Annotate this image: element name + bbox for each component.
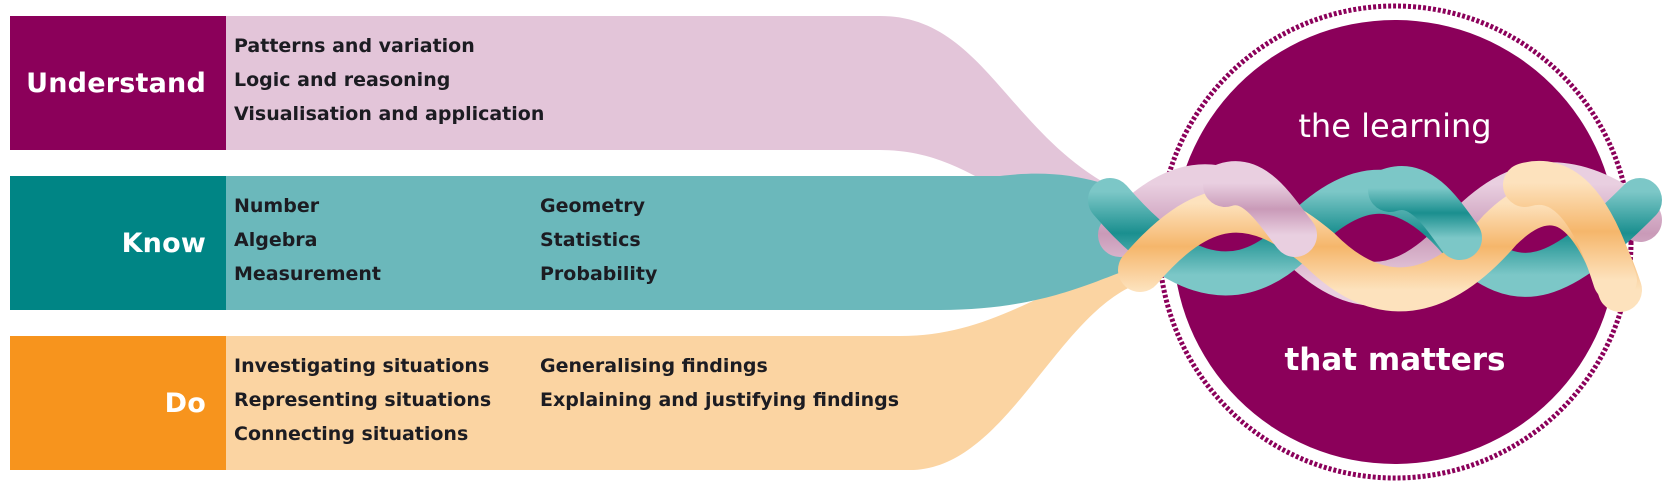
do-item: Explaining and justifying findings — [540, 389, 900, 411]
understand-label-box — [10, 16, 226, 150]
do-band-shape — [216, 250, 1150, 470]
know-item: Number — [234, 195, 320, 217]
know-item: Measurement — [234, 263, 381, 285]
know-item: Geometry — [540, 195, 646, 217]
do-item: Generalising findings — [540, 355, 768, 377]
do-item: Connecting situations — [234, 423, 469, 445]
do-label: Do — [164, 387, 206, 419]
braid — [1088, 160, 1662, 312]
circle-bottom-text: that matters — [1284, 342, 1506, 378]
do-band: Do Investigating situations Representing… — [10, 336, 1110, 470]
know-band-shape — [216, 173, 1160, 310]
understand-band: Understand Patterns and variation Logic … — [10, 16, 1110, 150]
know-label-box — [10, 176, 226, 310]
know-item: Algebra — [234, 229, 318, 251]
understand-item: Visualisation and application — [234, 103, 545, 125]
understand-item: Logic and reasoning — [234, 69, 451, 91]
know-item: Statistics — [540, 229, 641, 251]
know-band: Know Number Algebra Measurement Geometry… — [10, 176, 1110, 310]
know-label: Know — [121, 227, 206, 259]
do-item: Representing situations — [234, 389, 492, 411]
do-label-box — [10, 336, 226, 470]
understand-band-shape — [216, 16, 1140, 235]
understand-item: Patterns and variation — [234, 35, 475, 57]
understand-label: Understand — [26, 67, 206, 99]
circle-inner — [1173, 20, 1617, 464]
do-item: Investigating situations — [234, 355, 490, 377]
know-item: Probability — [540, 263, 658, 285]
circle-top-text: the learning — [1298, 107, 1492, 145]
